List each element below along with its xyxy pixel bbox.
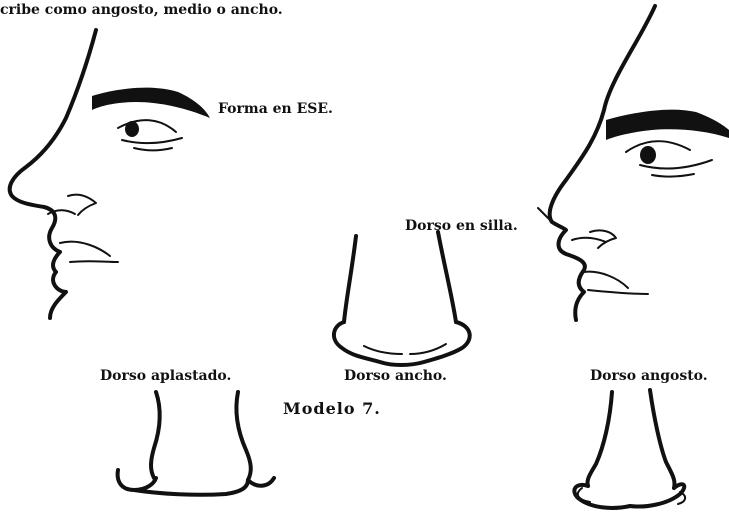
face-profile-saddle-nose-icon: [550, 6, 729, 320]
label-dorso-angosto: Dorso angosto.: [590, 368, 708, 384]
face-profile-s-shaped-nose-icon: [10, 30, 210, 318]
label-forma-ese: Forma en ESE.: [218, 101, 333, 117]
label-dorso-ancho: Dorso ancho.: [344, 368, 447, 384]
label-dorso-silla: Dorso en silla.: [405, 218, 518, 234]
label-dorso-aplastado: Dorso aplastado.: [100, 368, 231, 384]
narrow-nose-front-icon: [574, 390, 685, 508]
wide-nose-front-icon: [334, 232, 470, 365]
flattened-nose-front-icon: [118, 392, 274, 495]
diagram-title: Modelo 7.: [283, 401, 381, 417]
